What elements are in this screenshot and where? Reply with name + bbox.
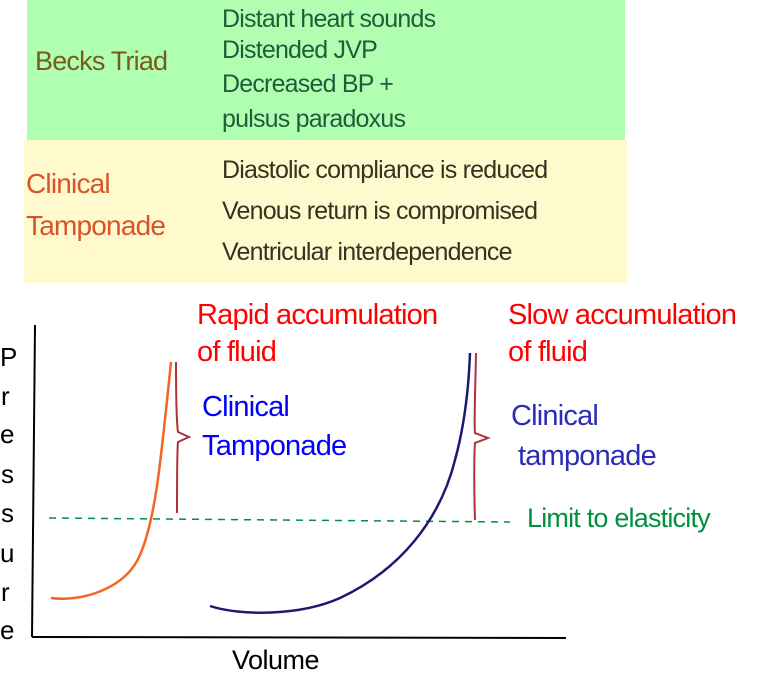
x-axis-label: Volume	[232, 645, 320, 675]
tamponade-item: Diastolic compliance is reduced	[222, 156, 548, 184]
rapid-curve	[50, 361, 173, 600]
y-axis	[31, 324, 36, 638]
clinical-tamponade-box	[24, 140, 627, 283]
clinical-tamponade-label-2: Tamponade	[26, 210, 166, 241]
rapid-tamponade-2: Tamponade	[202, 430, 347, 462]
elasticity-label: Limit to elasticity	[527, 503, 711, 533]
tamponade-item: Ventricular interdependence	[222, 238, 513, 266]
slow-brace	[473, 352, 491, 521]
becks-triad-label: Becks Triad	[35, 46, 168, 76]
triad-item: Decreased BP +	[222, 70, 394, 98]
clinical-tamponade-label-1: Clinical	[26, 168, 111, 199]
elasticity-limit-line	[48, 517, 511, 523]
y-axis-letter: s	[1, 498, 14, 528]
rapid-brace	[175, 361, 192, 514]
becks-triad-box	[27, 0, 625, 140]
triad-item: pulsus paradoxus	[222, 105, 406, 133]
tamponade-item: Venous return is compromised	[222, 197, 538, 225]
slow-label-2: of fluid	[508, 336, 588, 368]
y-axis-letter: e	[0, 615, 15, 645]
y-axis-letter: s	[1, 459, 14, 489]
x-axis	[31, 636, 567, 639]
y-axis-letter: r	[1, 381, 10, 411]
slow-tamponade-1: Clinical	[511, 400, 599, 432]
rapid-tamponade-1: Clinical	[202, 391, 290, 423]
y-axis-letter: P	[0, 342, 18, 372]
triad-item: Distant heart sounds	[222, 5, 436, 33]
slow-tamponade-2: tamponade	[518, 440, 657, 472]
y-axis-letter: r	[1, 577, 10, 607]
slow-label-1: Slow accumulation	[508, 299, 737, 331]
y-axis-letter: e	[0, 419, 15, 449]
rapid-label-2: of fluid	[197, 336, 277, 368]
y-axis-letter: u	[0, 538, 15, 568]
triad-item: Distended JVP	[222, 36, 378, 64]
rapid-label-1: Rapid accumulation	[197, 299, 438, 331]
slow-curve	[209, 352, 472, 614]
